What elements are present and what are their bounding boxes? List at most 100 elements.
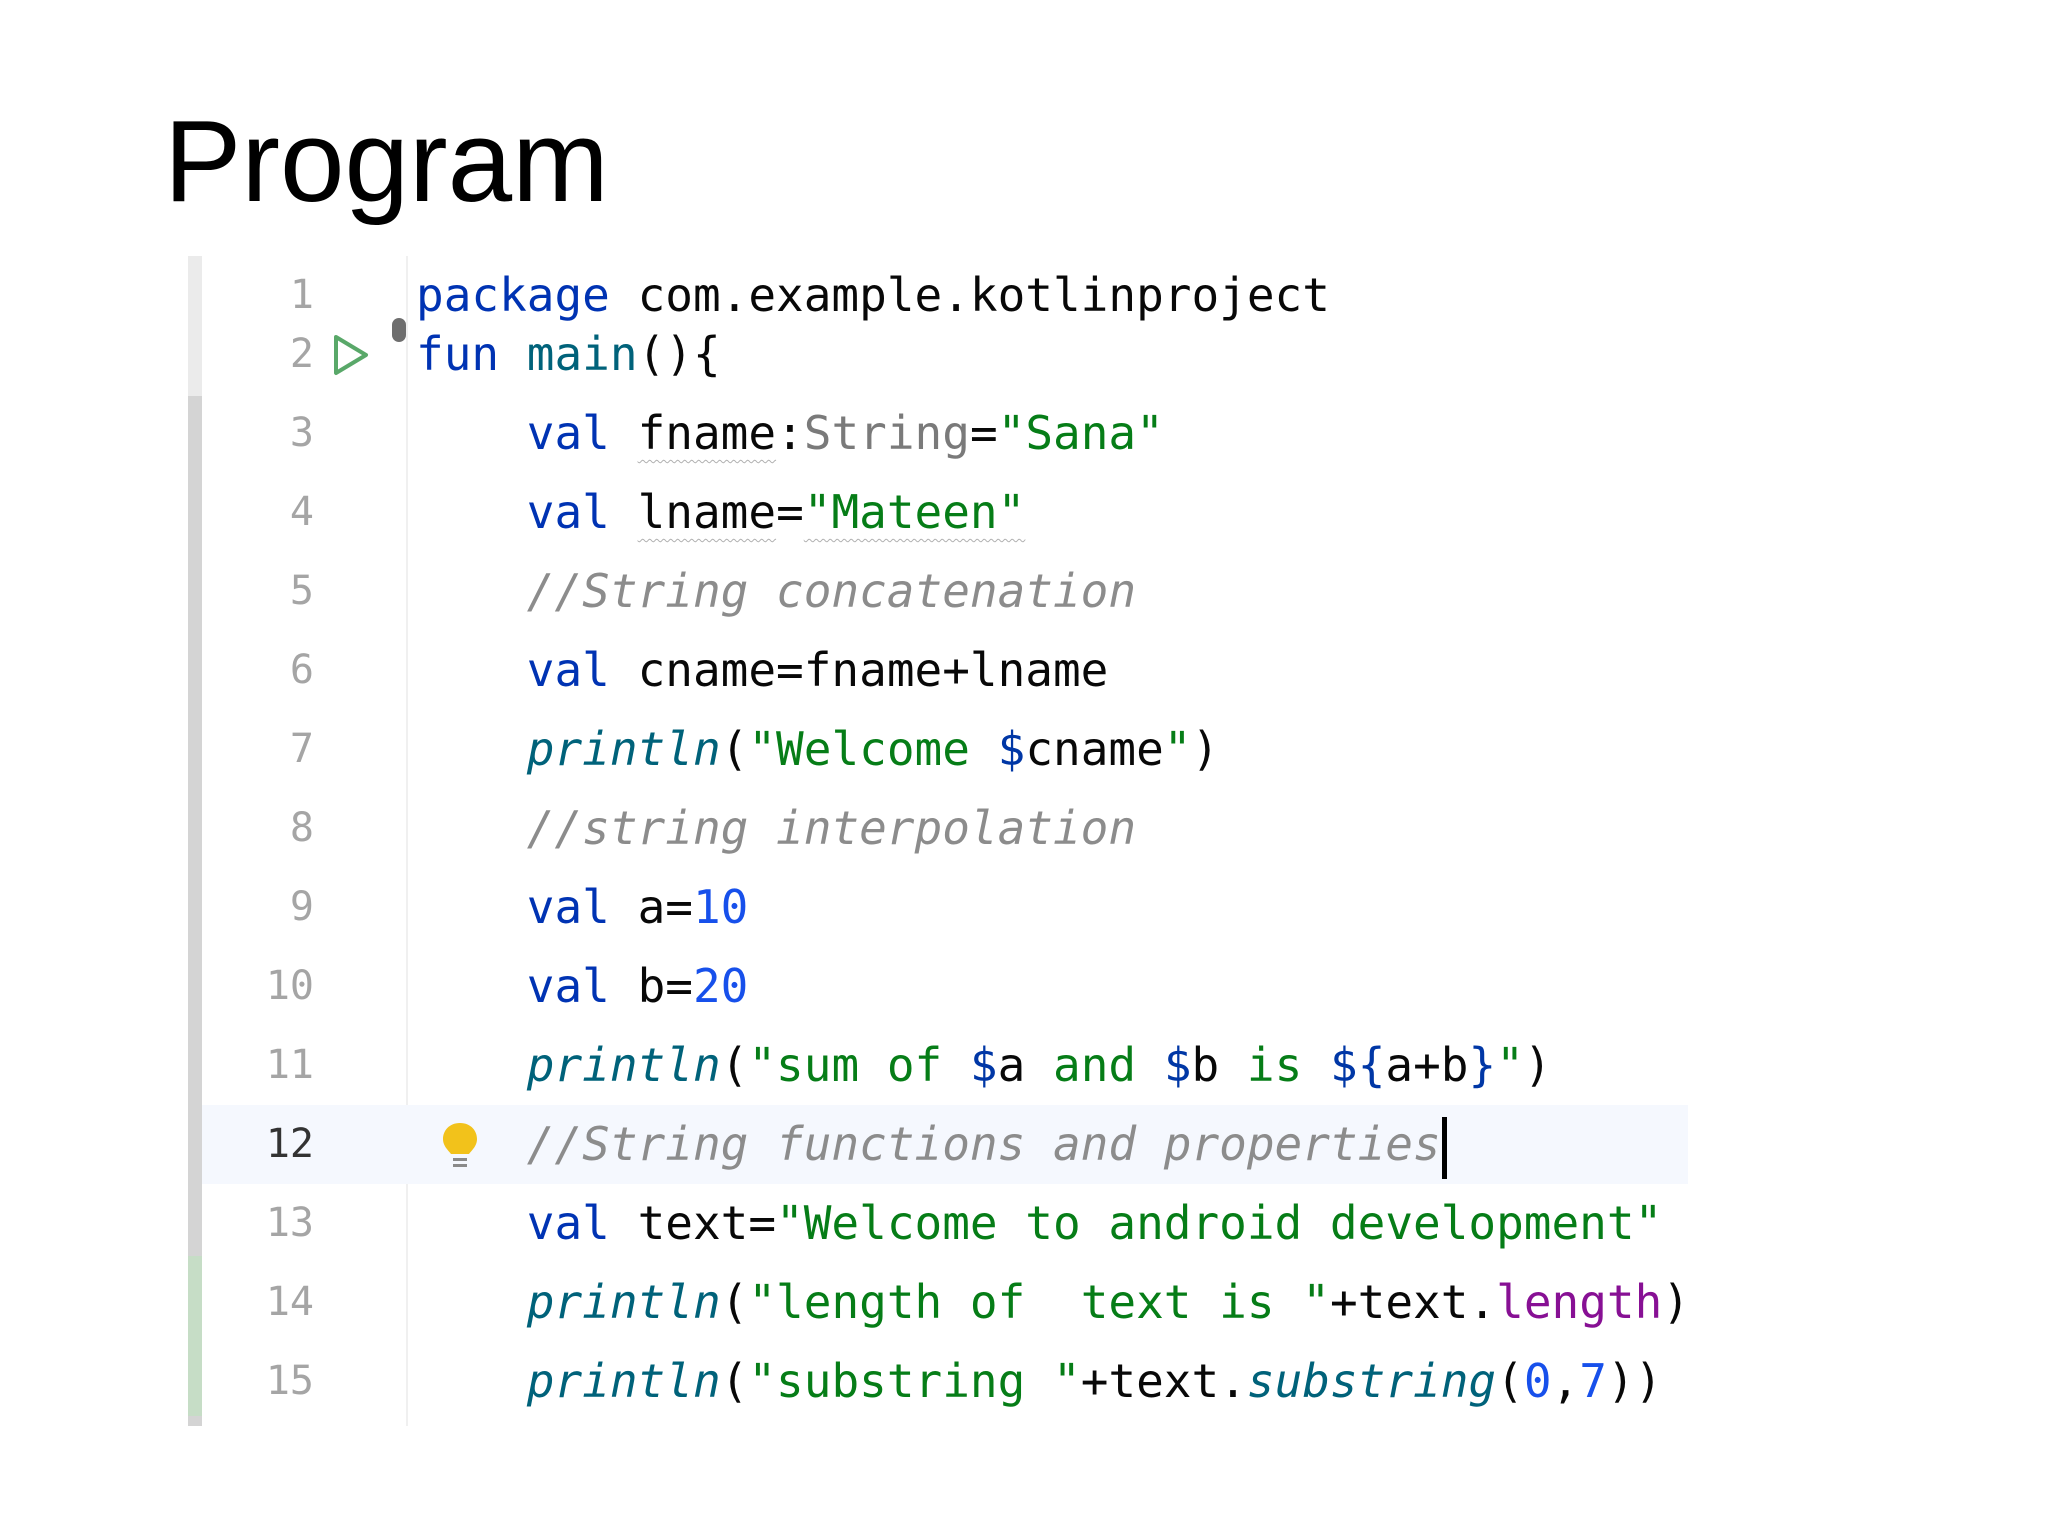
token: cname=fname+lname	[609, 643, 1109, 697]
token: $	[1163, 1038, 1192, 1092]
token: (	[720, 1038, 749, 1092]
token: substring	[1246, 1354, 1497, 1408]
code-text[interactable]: val b=20	[416, 947, 749, 1026]
token: $	[969, 1038, 998, 1092]
code-text[interactable]: //String functions and properties	[416, 1105, 1447, 1184]
code-line-6[interactable]: 6 val cname=fname+lname	[202, 631, 1688, 710]
line-number: 8	[289, 805, 314, 851]
change-marker[interactable]	[188, 1256, 202, 1416]
token: a+b	[1385, 1038, 1469, 1092]
token: (){	[637, 327, 721, 381]
code-text[interactable]: package com.example.kotlinproject	[416, 256, 1330, 335]
code-text[interactable]: val cname=fname+lname	[416, 631, 1109, 710]
token: 20	[692, 959, 749, 1013]
token: (	[1496, 1354, 1524, 1408]
token: 0	[1523, 1354, 1552, 1408]
token: =	[776, 485, 804, 539]
token: cname	[1025, 722, 1164, 776]
indent	[416, 564, 527, 618]
line-number: 15	[265, 1358, 314, 1404]
token: a=	[609, 880, 693, 934]
code-line-15[interactable]: 15 println("substring "+text.substring(0…	[202, 1342, 1688, 1421]
run-icon[interactable]	[326, 331, 374, 379]
code-line-8[interactable]: 8 //string interpolation	[202, 789, 1688, 868]
token: "Welcome	[748, 722, 998, 776]
code-editor[interactable]: 1 package com.example.kotlinproject 2 fu…	[188, 256, 1690, 1426]
line-number: 6	[289, 647, 314, 693]
gutter-divider	[406, 256, 408, 1426]
code-line-7[interactable]: 7 println("Welcome $cname")	[202, 710, 1688, 789]
code-text[interactable]: println("Welcome $cname")	[416, 710, 1219, 789]
code-text[interactable]: val a=10	[416, 868, 749, 947]
token: main	[526, 327, 638, 381]
line-number: 2	[289, 331, 314, 377]
line-number: 3	[289, 410, 314, 456]
token: val	[526, 1196, 610, 1250]
line-number: 5	[289, 568, 314, 614]
token: println	[526, 1038, 721, 1092]
code-line-5[interactable]: 5 //String concatenation	[202, 552, 1688, 631]
token: ${	[1330, 1038, 1386, 1092]
token: "Mateen"	[803, 485, 1026, 539]
token: +text.	[1080, 1354, 1247, 1408]
comment: //String functions and properties	[526, 1117, 1441, 1171]
token: and	[1025, 1038, 1164, 1092]
token: )	[1662, 1275, 1690, 1329]
token: 10	[692, 880, 749, 934]
token: lname	[637, 485, 777, 539]
token: val	[526, 643, 610, 697]
token: println	[526, 722, 721, 776]
code-text[interactable]: val fname:String="Sana"	[416, 394, 1164, 473]
code-line-3[interactable]: 3 val fname:String="Sana"	[202, 394, 1688, 473]
code-line-9[interactable]: 9 val a=10	[202, 868, 1688, 947]
lightbulb-icon[interactable]	[440, 1121, 480, 1173]
token: val	[526, 880, 610, 934]
token: :	[776, 406, 804, 460]
line-number: 13	[265, 1200, 314, 1246]
token: "	[1496, 1038, 1524, 1092]
code-line-14[interactable]: 14 println("length of text is "+text.len…	[202, 1263, 1690, 1342]
code-line-4[interactable]: 4 val lname="Mateen"	[202, 473, 1688, 552]
code-text[interactable]: //string interpolation	[416, 789, 1136, 868]
code-text[interactable]: //String concatenation	[416, 552, 1136, 631]
code-text[interactable]: println("length of text is "+text.length…	[416, 1263, 1690, 1342]
indent	[416, 1196, 527, 1250]
token: "substring "	[748, 1354, 1081, 1408]
code-text[interactable]: println("substring "+text.substring(0,7)…	[416, 1342, 1663, 1421]
code-line-13[interactable]: 13 val text="Welcome to android developm…	[202, 1184, 1688, 1263]
code-line-11[interactable]: 11 println("sum of $a and $b is ${a+b}")	[202, 1026, 1688, 1105]
token	[610, 406, 638, 460]
token: "sum of	[748, 1038, 970, 1092]
token: println	[526, 1354, 721, 1408]
token: println	[526, 1275, 721, 1329]
line-number: 7	[289, 726, 314, 772]
token: b=	[609, 959, 693, 1013]
code-line-1[interactable]: 1 package com.example.kotlinproject	[202, 256, 1688, 335]
gutter-bar-shade	[188, 396, 202, 1426]
code-text[interactable]: println("sum of $a and $b is ${a+b}")	[416, 1026, 1552, 1105]
token: )	[1191, 722, 1220, 776]
indent	[416, 959, 527, 1013]
token: }	[1468, 1038, 1497, 1092]
token: ))	[1606, 1354, 1663, 1408]
token: b	[1191, 1038, 1220, 1092]
code-text[interactable]: fun main(){	[416, 315, 721, 394]
token: ,	[1551, 1354, 1580, 1408]
token: "Welcome to android development"	[776, 1196, 1663, 1250]
code-text[interactable]: val lname="Mateen"	[416, 473, 1026, 552]
indent	[416, 406, 527, 460]
indent	[416, 880, 527, 934]
indent	[416, 1275, 527, 1329]
code-line-12[interactable]: 12 //String functions and properties	[202, 1105, 1688, 1184]
fold-marker[interactable]	[392, 318, 406, 342]
token: package	[416, 268, 610, 322]
code-line-10[interactable]: 10 val b=20	[202, 947, 1688, 1026]
code-text[interactable]: val text="Welcome to android development…	[416, 1184, 1662, 1263]
token: "Sana"	[997, 406, 1164, 460]
token: (	[720, 1354, 749, 1408]
token: String	[803, 406, 970, 460]
comment: //string interpolation	[526, 801, 1137, 855]
token: +text.	[1329, 1275, 1497, 1329]
code-line-2[interactable]: 2 fun main(){	[202, 315, 1688, 394]
token: fun	[416, 327, 500, 381]
